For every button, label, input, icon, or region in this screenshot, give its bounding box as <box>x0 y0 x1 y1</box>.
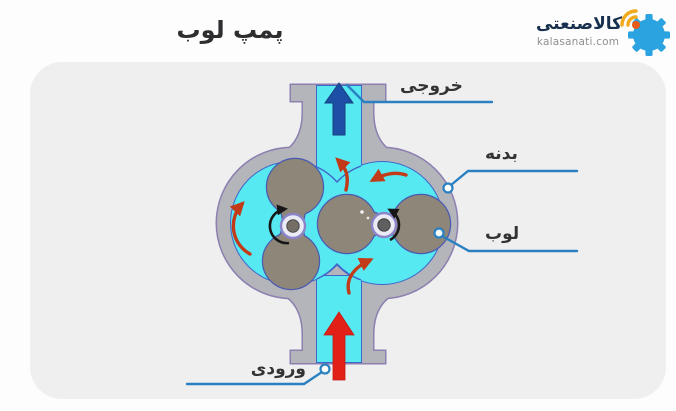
rotation-arrow-left-icon <box>268 204 290 245</box>
marker-dot-lobe <box>433 227 445 239</box>
label-body: بدنه <box>485 144 518 164</box>
label-inlet: ورودی <box>250 359 306 379</box>
shaft-left <box>279 212 307 240</box>
marker-dot-inlet <box>319 363 331 375</box>
wifi-signal-icon <box>620 9 638 27</box>
brand-domain: kalasanati.com <box>536 36 620 48</box>
rotation-arrow-right-icon <box>387 208 401 242</box>
flow-arrow-left-icon <box>229 201 252 256</box>
outlet-arrow-icon <box>324 82 354 136</box>
signal-dot-icon <box>632 21 640 29</box>
page-title: پمپ لوب <box>176 16 284 44</box>
chamber-junction-lines <box>316 165 362 281</box>
brand-logo: کالاصنعتی kalasanati.com <box>536 2 672 58</box>
gear-icon <box>620 9 670 56</box>
gear-signal-icon <box>620 9 670 56</box>
shaft-right <box>370 211 398 239</box>
flow-arrow-bottom-icon <box>346 257 374 295</box>
leader-line-body <box>449 169 579 187</box>
leader-line-lobe <box>440 234 579 253</box>
inlet-arrow-icon <box>323 311 355 381</box>
label-outlet: خروجی <box>400 76 463 96</box>
leader-line-inlet <box>185 370 324 386</box>
flow-arrow-topright-icon <box>369 168 408 182</box>
marker-dot-body <box>442 182 454 194</box>
flow-arrow-top-icon <box>335 157 351 192</box>
leader-line-outlet <box>345 83 494 104</box>
brand-name: کالاصنعتی <box>535 14 622 34</box>
label-lobe: لوب <box>485 224 520 244</box>
lobe-highlight-dot <box>360 210 364 214</box>
lobe-highlight-dot <box>366 216 370 220</box>
